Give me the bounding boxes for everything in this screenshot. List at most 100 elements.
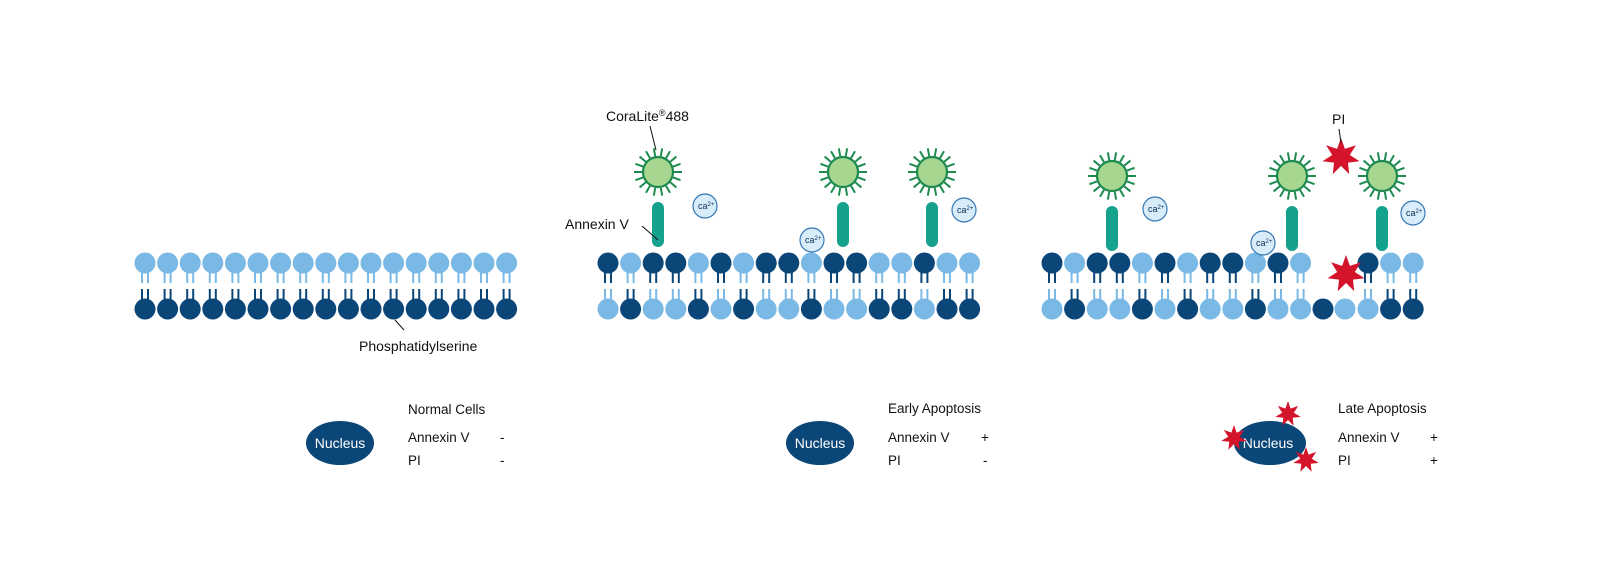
coralite-fluorophore [1275, 159, 1309, 193]
phospholipid [1154, 252, 1176, 320]
status-row-label: PI [408, 453, 421, 468]
lipid-head [891, 298, 913, 320]
calcium-ion: ca2+ [1250, 230, 1276, 256]
lipid-head [620, 252, 642, 274]
lipid-head [270, 298, 292, 320]
lipid-head [1380, 298, 1402, 320]
fluor-spike [669, 181, 678, 189]
fluor-spike [909, 176, 918, 182]
nucleus [306, 421, 374, 465]
lipid-head [1357, 298, 1379, 320]
phospholipid [405, 252, 427, 320]
phospholipid [315, 252, 337, 320]
fluor-spike [638, 155, 647, 163]
phospholipid [1402, 252, 1424, 320]
nucleus-label: Nucleus [1243, 435, 1294, 451]
status-row-label: Annexin V [408, 430, 470, 445]
status-row-sign: + [981, 430, 989, 445]
lipid-head [1154, 298, 1176, 320]
lipid-head [1402, 252, 1424, 274]
phospholipid [846, 252, 868, 320]
phospholipid [1177, 252, 1199, 320]
lipid-head [868, 298, 890, 320]
phospholipid [868, 252, 890, 320]
fluor-spike [1106, 191, 1111, 200]
lipid-head [1177, 298, 1199, 320]
lipid-head [157, 298, 179, 320]
fluor-spike [1376, 191, 1381, 200]
lipid-head [868, 252, 890, 274]
fluor-spike [946, 162, 955, 168]
lipid-head [665, 252, 687, 274]
fluor-spike [837, 187, 842, 196]
annexin-v-stalk [926, 202, 938, 247]
lipid-head [270, 252, 292, 274]
fluor-spike [943, 155, 952, 163]
fluor-spike [1089, 166, 1098, 172]
fluor-spike [919, 185, 925, 194]
coralite-fluorophore [1095, 159, 1129, 193]
calcium-label: ca2+ [957, 205, 974, 215]
lipid-head [1199, 252, 1221, 274]
fluor-spike [635, 176, 644, 182]
phospholipid [959, 252, 981, 320]
pi-star [1327, 255, 1365, 292]
phospholipid [1064, 252, 1086, 320]
phospholipid [1131, 252, 1153, 320]
nucleus [786, 421, 854, 465]
fluor-spike [946, 176, 955, 182]
fluor-spike [1269, 166, 1278, 172]
fluor-spike [1299, 189, 1305, 198]
lipid-head [292, 252, 314, 274]
annexin-v-label: Annexin V [565, 216, 629, 232]
lipid-head [1177, 252, 1199, 274]
lipid-head [936, 252, 958, 274]
fluor-spike [1092, 159, 1101, 167]
fluor-spike [1123, 185, 1132, 193]
calcium-label: ca2+ [1256, 238, 1273, 248]
lipid-head [913, 252, 935, 274]
fluor-spike [669, 155, 678, 163]
fluor-spike [1286, 152, 1291, 161]
lipid-head [823, 298, 845, 320]
fluor-spike [1362, 159, 1371, 167]
phospholipid [1357, 252, 1379, 320]
lipid-head [1244, 298, 1266, 320]
fluor-spike [857, 176, 866, 182]
status-row-label: PI [888, 453, 901, 468]
lipid-head [405, 298, 427, 320]
lipid-head [1064, 252, 1086, 274]
lipid-head [891, 252, 913, 274]
phospholipid [687, 252, 709, 320]
late-membrane [1041, 252, 1424, 320]
fluor-spike [1279, 189, 1285, 198]
fluor-spike [652, 148, 657, 157]
fluor-spike [854, 181, 863, 189]
status-row-sign: - [983, 453, 988, 468]
status-row-sign: - [500, 453, 505, 468]
pi-stain-stars [1221, 401, 1319, 472]
fluor-spike [1396, 166, 1405, 172]
fluor-spike [939, 185, 945, 194]
lipid-head [597, 298, 619, 320]
status-row-sign: + [1430, 430, 1438, 445]
fluor-spike [850, 185, 856, 194]
lipid-head [473, 298, 495, 320]
lipid-head [428, 252, 450, 274]
phospholipid [597, 252, 619, 320]
lipid-head [778, 298, 800, 320]
phospholipid [620, 252, 642, 320]
phospholipid [823, 252, 845, 320]
fluor-spike [830, 185, 836, 194]
fluor-spike [820, 176, 829, 182]
fluor-spike [635, 162, 644, 168]
fluor-spike [943, 181, 952, 189]
lipid-head [778, 252, 800, 274]
nucleus-label: Nucleus [795, 435, 846, 451]
early-apoptosis-summary: Nucleus Early Apoptosis Annexin V + PI - [786, 401, 989, 468]
lipid-head [315, 252, 337, 274]
lipid-head [428, 298, 450, 320]
fluor-spike [837, 148, 842, 157]
annexin-v-stalk [1376, 206, 1388, 251]
coralite-fluorophore [641, 155, 675, 189]
